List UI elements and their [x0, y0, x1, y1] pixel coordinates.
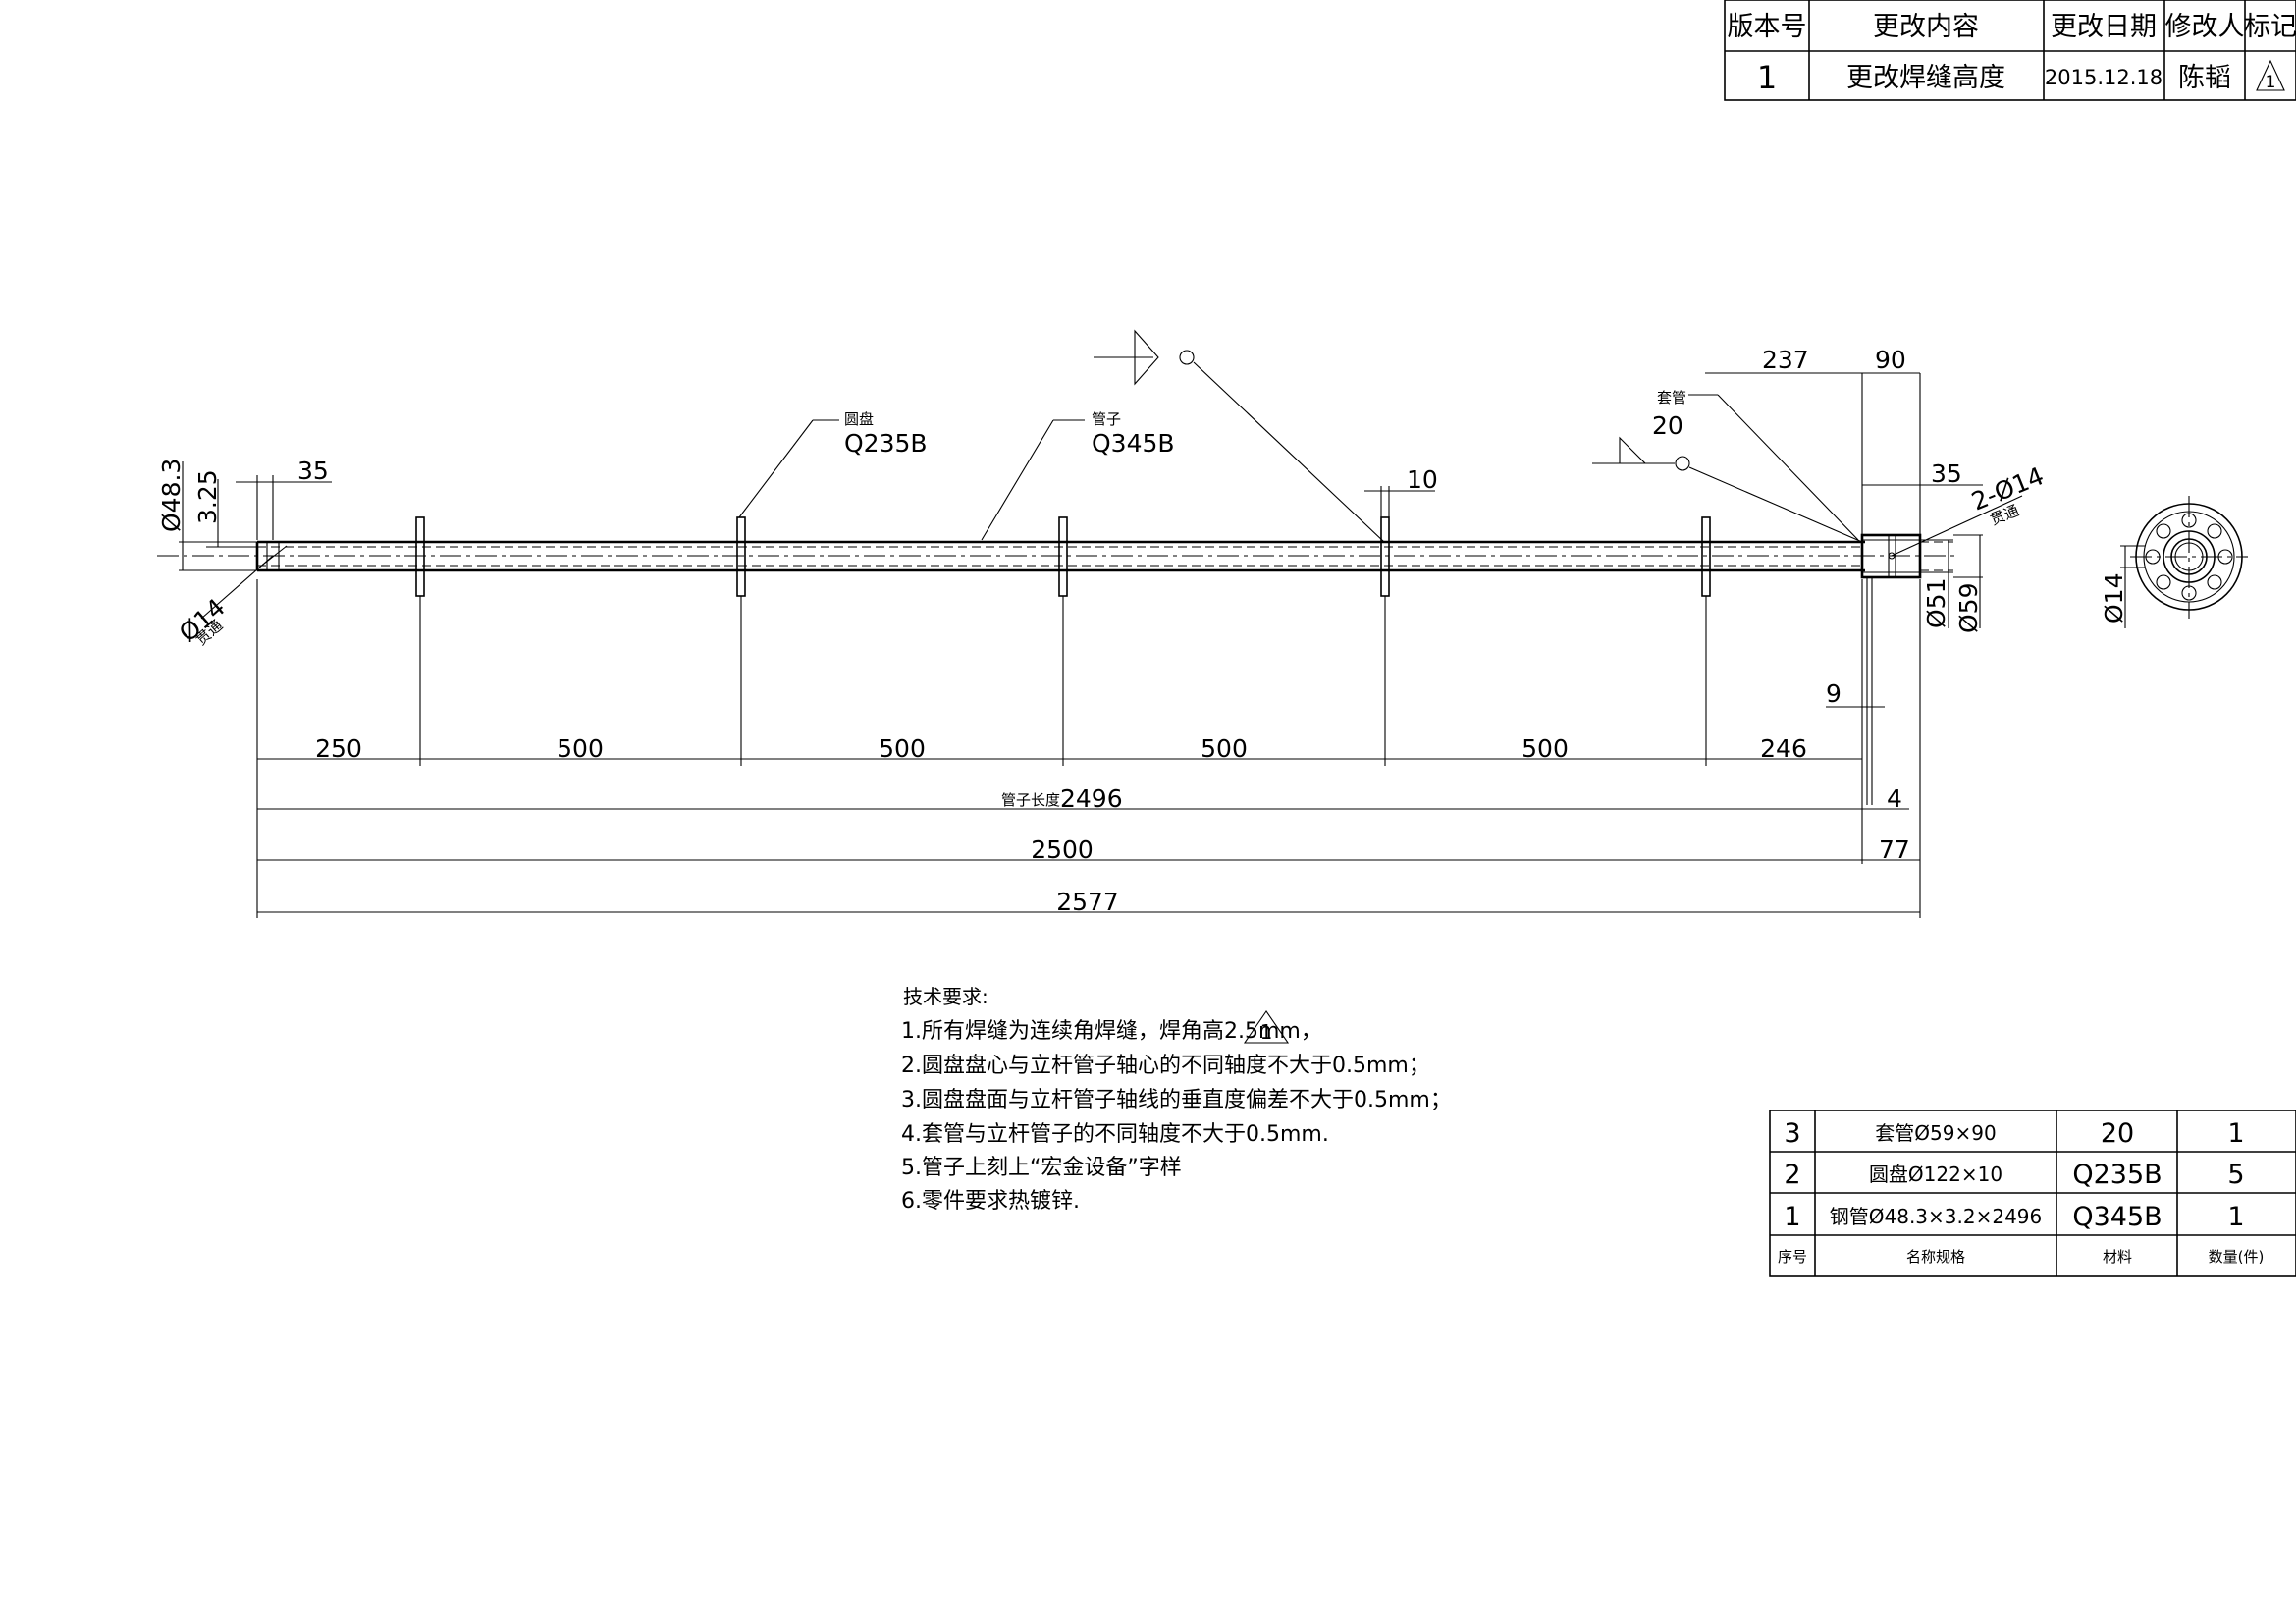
- revision-version: 1: [1757, 59, 1777, 96]
- left-dimensions: Ø48.3 3.25 35 Ø14 贯通: [157, 457, 332, 649]
- callout-disc-name: 圆盘: [844, 410, 874, 428]
- dim-spacing-6: 246: [1760, 734, 1807, 763]
- dim-od-59: Ø59: [1954, 583, 1983, 634]
- requirement-item: 6.零件要求热镀锌.: [901, 1189, 1080, 1214]
- dim-wall-3-25: 3.25: [193, 469, 222, 524]
- callout-disc-material: Q235B: [844, 429, 928, 458]
- dim-237: 237: [1762, 346, 1809, 374]
- bom-header-qty: 数量(件): [2209, 1248, 2265, 1266]
- right-dimensions: 237 90 35 2-Ø14 贯通 Ø51 Ø59 9: [1705, 346, 2048, 708]
- revision-modifier: 陈韬: [2178, 63, 2231, 93]
- disc: [1701, 516, 1711, 597]
- bom-row-2-material: Q235B: [2072, 1160, 2162, 1190]
- bom-header-material: 材料: [2103, 1248, 2132, 1266]
- bom-row-3-material: 20: [2101, 1118, 2134, 1149]
- pipe-body: [157, 540, 1958, 572]
- revision-header-mark: 标记: [2244, 12, 2296, 42]
- bom-row-2-no: 2: [1784, 1160, 1800, 1190]
- dim-4: 4: [1887, 785, 1902, 813]
- bom-row-1-no: 1: [1784, 1202, 1800, 1232]
- dim-spacing-4: 500: [1201, 734, 1248, 763]
- dim-pipe-length-label: 管子长度: [1001, 791, 1060, 809]
- dim-od-48-3: Ø48.3: [157, 459, 186, 532]
- weld-symbol: [1619, 436, 1647, 464]
- dim-spacing-3: 500: [879, 734, 926, 763]
- revision-header-version: 版本号: [1728, 12, 1807, 42]
- disc: [1380, 516, 1390, 597]
- dim-hole-end-35: 35: [297, 457, 329, 485]
- disc-group: [415, 516, 1711, 597]
- bom-header-name: 名称规格: [1906, 1248, 1965, 1266]
- revision-mark: 1: [2266, 73, 2276, 92]
- weld-symbol: [1134, 329, 1159, 386]
- callout-pipe-name: 管子: [1092, 410, 1121, 428]
- revision-content: 更改焊缝高度: [1846, 63, 2005, 93]
- revision-header-date: 更改日期: [2051, 12, 2157, 42]
- bom-row-3-no: 3: [1784, 1118, 1800, 1149]
- callout-sleeve-weld: 20: [1652, 411, 1683, 440]
- requirement-item: 4.套管与立杆管子的不同轴度不大于0.5mm.: [901, 1122, 1329, 1147]
- revision-header-content: 更改内容: [1873, 12, 1979, 42]
- requirement-item: 3.圆盘盘面与立杆管子轴线的垂直度偏差不大于0.5mm；: [901, 1088, 1452, 1112]
- technical-requirements: 技术要求: 1.所有焊缝为连续角焊缝，焊角高2.5mm， 1 2.圆盘盘心与立杆…: [901, 985, 1452, 1214]
- bom-row-1-material: Q345B: [2072, 1202, 2162, 1232]
- bom-header-no: 序号: [1778, 1248, 1807, 1266]
- dim-9: 9: [1826, 679, 1842, 708]
- revision-table: 版本号 更改内容 更改日期 修改人 标记 1 更改焊缝高度 2015.12.18…: [1724, 0, 2296, 101]
- bom-row-1-name: 钢管Ø48.3×3.2×2496: [1830, 1205, 2043, 1228]
- requirements-title: 技术要求:: [903, 985, 988, 1008]
- callouts: 圆盘 Q235B 管子 Q345B 套管 20: [738, 329, 1863, 543]
- dim-90: 90: [1875, 346, 1906, 374]
- requirement-item: 2.圆盘盘心与立杆管子轴心的不同轴度不大于0.5mm；: [901, 1054, 1430, 1078]
- dim-end-view-hole: Ø14: [2100, 573, 2128, 624]
- bom-row-3-name: 套管Ø59×90: [1875, 1121, 1996, 1145]
- sleeve: [1860, 533, 1953, 805]
- dim-total-2500: 2500: [1031, 836, 1094, 864]
- dim-total-2577: 2577: [1056, 888, 1119, 916]
- dim-disc-thickness: 10: [1407, 465, 1438, 494]
- bom-row-1-qty: 1: [2227, 1202, 2244, 1232]
- dim-spacing-1: 250: [315, 734, 362, 763]
- disc-thickness-dim: 10: [1364, 465, 1438, 517]
- requirement-mark: 1: [1260, 1020, 1273, 1044]
- bill-of-materials: 3 套管Ø59×90 20 1 2 圆盘Ø122×10 Q235B 5 1 钢管…: [1769, 1110, 2296, 1277]
- dim-spacing-5: 500: [1522, 734, 1569, 763]
- dim-od-51: Ø51: [1922, 578, 1950, 629]
- bom-row-3-qty: 1: [2227, 1118, 2244, 1149]
- bottom-dimensions: 250 500 500 500 500 246 管子长度 2496 4 2500…: [256, 579, 1921, 918]
- revision-header-modifier: 修改人: [2165, 12, 2245, 42]
- requirement-item: 5.管子上刻上“宏金设备”字样: [901, 1156, 1182, 1180]
- dim-spacing-2: 500: [557, 734, 604, 763]
- disc: [415, 516, 425, 597]
- dim-right-35: 35: [1931, 460, 1962, 488]
- dim-pipe-length: 2496: [1060, 785, 1123, 813]
- bom-row-2-qty: 5: [2227, 1160, 2244, 1190]
- requirement-mark-triangle: [1243, 1010, 1290, 1044]
- revision-date: 2015.12.18: [2045, 66, 2163, 89]
- revision-mark-triangle: [2256, 59, 2285, 91]
- disc: [1058, 516, 1068, 597]
- disc: [736, 516, 746, 597]
- callout-sleeve-name: 套管: [1657, 389, 1686, 406]
- callout-pipe-material: Q345B: [1092, 429, 1175, 458]
- end-view: Ø14: [2100, 496, 2248, 628]
- bom-row-2-name: 圆盘Ø122×10: [1869, 1163, 2002, 1186]
- dim-77: 77: [1879, 836, 1910, 864]
